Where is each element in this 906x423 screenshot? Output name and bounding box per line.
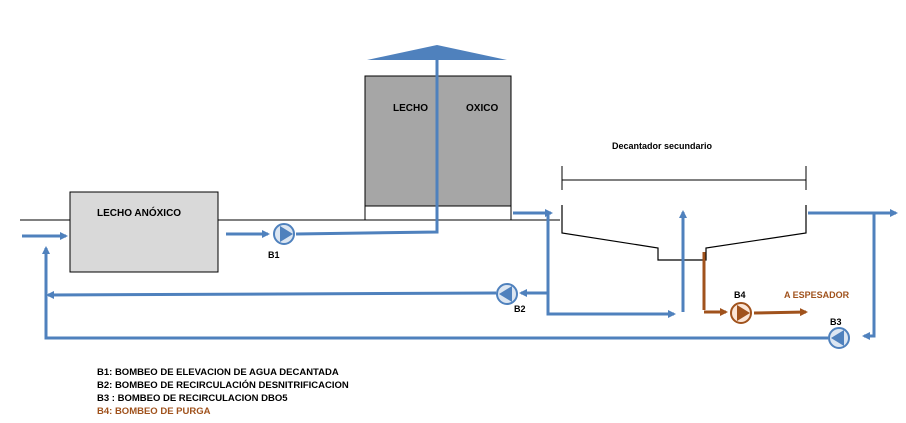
pump-b1-label: B1 (268, 250, 280, 260)
pump-b3-label: B3 (830, 317, 842, 327)
oxic-label-left: LECHO (393, 103, 428, 114)
oxic-tank-roof (367, 45, 507, 60)
b1-to-oxic-pipe (295, 60, 439, 236)
pump-b1 (273, 223, 295, 245)
thickener-label: A ESPESADOR (784, 290, 850, 300)
legend: B1: BOMBEO DE ELEVACION DE AGUA DECANTAD… (97, 366, 349, 418)
pump-b2-label: B2 (514, 304, 526, 314)
b2-recirculation-pipe (46, 290, 497, 299)
anoxic-tank-label: LECHO ANÓXICO (97, 206, 181, 219)
legend-item-b1: B1: BOMBEO DE ELEVACION DE AGUA DECANTAD… (97, 367, 339, 378)
pump-b3 (828, 327, 850, 349)
clarifier-label: Decantador secundario (612, 141, 713, 151)
purge-to-thickener-pipe (753, 308, 808, 317)
legend-item-b4: B4: BOMBEO DE PURGA (97, 406, 211, 417)
legend-item-b3: B3 : BOMBEO DE RECIRCULACION DBO5 (97, 393, 288, 404)
b3-recirculation-pipe (42, 246, 828, 340)
oxic-label-right: OXICO (466, 103, 498, 114)
clarifier-feed-pipe (546, 293, 676, 318)
legend-item-b2: B2: BOMBEO DE RECIRCULACIÓN DESNITRIFICA… (97, 380, 349, 391)
oxic-to-clarifier-pipe (513, 211, 550, 293)
b3-supply-pipe (862, 213, 876, 340)
pump-b2 (496, 283, 518, 305)
pump-b4 (730, 302, 752, 324)
pump-b4-label: B4 (734, 290, 746, 300)
anoxic-tank (69, 191, 219, 273)
